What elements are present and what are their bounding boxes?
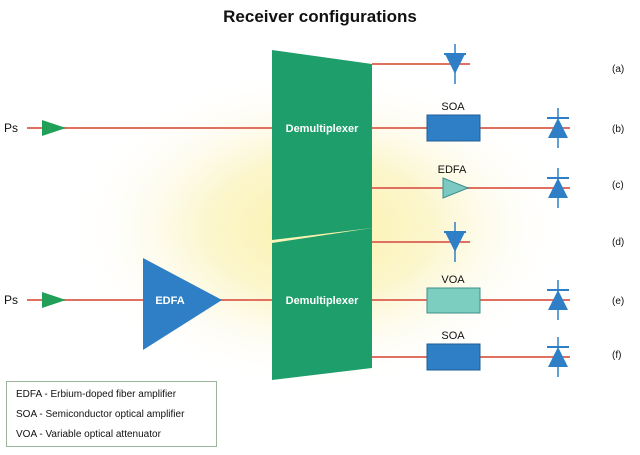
row-label-b: (b) [612,124,624,135]
upper-demultiplexer [272,50,372,240]
row-c-photodiode-icon [547,168,569,208]
row-e-voa-label: VOA [441,274,465,286]
upper-demux-label: Demultiplexer [286,123,359,135]
edfa-block-label: EDFA [155,295,184,307]
upper-input-amp-triangle [42,120,66,136]
legend-item-soa: SOA - Semiconductor optical amplifier [16,409,185,420]
row-label-f: (f) [612,350,621,361]
row-label-e: (e) [612,296,624,307]
row-b-photodiode-icon [547,108,569,148]
legend-item-edfa: EDFA - Erbium-doped fiber amplifier [16,389,177,400]
row-f-soa-box [426,343,481,371]
row-a-photodiode-icon [444,44,466,84]
upper-ps-label: Ps [4,121,18,135]
row-f-soa-label: SOA [441,330,465,342]
row-label-d: (d) [612,237,624,248]
diagram-title: Receiver configurations [223,7,417,26]
edfa-amplifier-block [143,258,222,350]
row-d-photodiode-icon [444,222,466,262]
row-b-soa-label: SOA [441,101,465,113]
row-e-photodiode-icon [547,280,569,320]
row-label-a: (a) [612,64,624,75]
lower-demux-label: Demultiplexer [286,295,359,307]
row-label-c: (c) [612,180,624,191]
legend-item-voa: VOA - Variable optical attenuator [16,429,161,440]
row-c-edfa-label: EDFA [438,164,467,176]
legend-box: EDFA - Erbium-doped fiber amplifier SOA … [6,381,217,447]
row-f-photodiode-icon [547,337,569,377]
row-c-edfa-triangle [442,177,470,199]
lower-ps-label: Ps [4,293,18,307]
lower-demultiplexer [272,228,372,380]
lower-input-amp-triangle [42,292,66,308]
row-b-soa-box [426,114,481,142]
row-e-voa-box [426,287,481,314]
